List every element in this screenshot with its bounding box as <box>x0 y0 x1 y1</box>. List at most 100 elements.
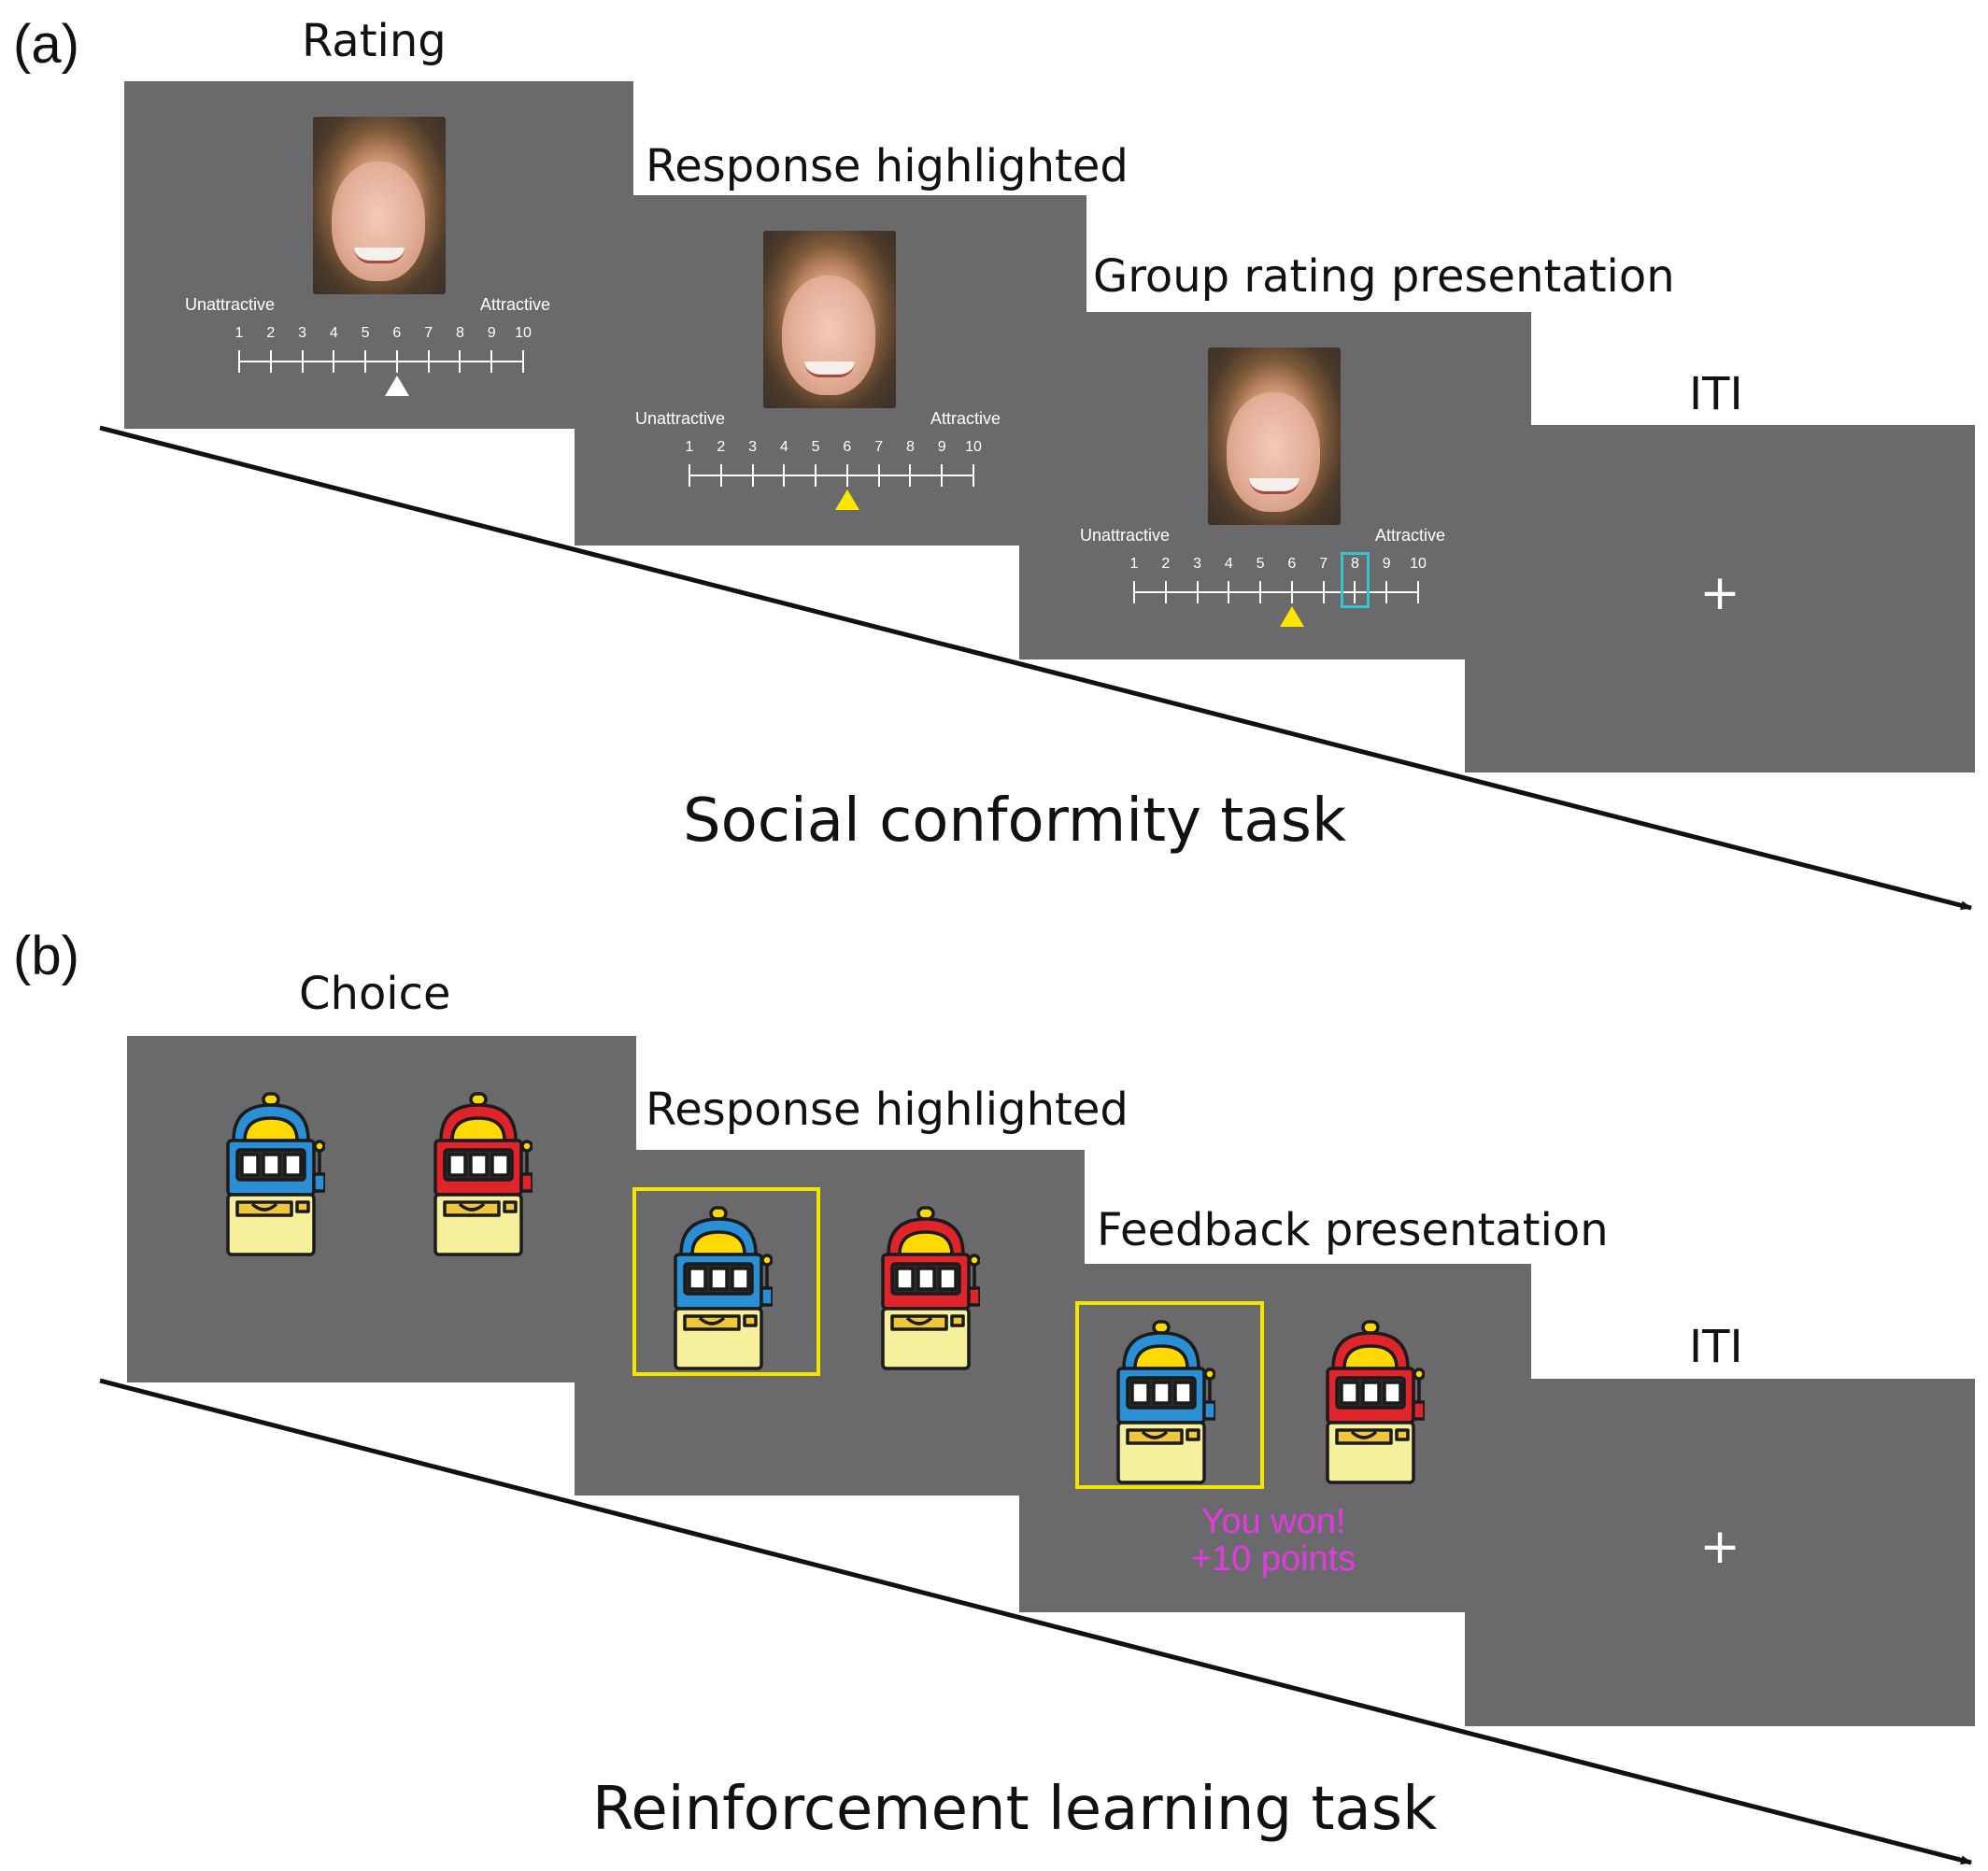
timeline-arrow <box>99 1378 1972 1865</box>
rating-screen: Unattractive Attractive 1 2 3 4 5 6 7 8 9 10 <box>124 81 633 429</box>
scale-tick <box>1417 581 1419 603</box>
scale-tick-label: 10 <box>1410 556 1427 572</box>
scale-tick <box>1196 581 1199 603</box>
stage-title-group-rating: Group rating presentation <box>1093 250 1675 303</box>
scale-tick <box>783 464 786 487</box>
scale-right-label: Attractive <box>480 295 551 314</box>
scale-tick-label: 6 <box>843 439 852 455</box>
scale-tick <box>877 464 880 487</box>
scale-tick-label: 4 <box>1224 556 1233 572</box>
scale-tick-label: 10 <box>515 325 532 341</box>
reinforcement-learning-task-title: Reinforcement learning task <box>591 1775 1438 1844</box>
scale-tick <box>427 350 430 373</box>
stage-title-response-highlighted-b: Response highlighted <box>646 1084 1129 1136</box>
slot-machine-blue-icon <box>1111 1320 1217 1490</box>
stage-title-iti-b: ITI <box>1689 1321 1743 1373</box>
stage-title-feedback: Feedback presentation <box>1097 1204 1609 1256</box>
scale-line <box>1133 591 1419 593</box>
scale-tick <box>973 464 974 487</box>
stage-title-rating: Rating <box>302 15 447 67</box>
scale-tick-label: 3 <box>748 439 757 455</box>
iti-screen-b: + <box>1465 1379 1975 1726</box>
feedback-message: You won! +10 points <box>1191 1503 1356 1578</box>
scale-right-label: Attractive <box>930 409 1001 428</box>
stage-title-response-highlighted-a: Response highlighted <box>646 140 1129 192</box>
face-photo <box>1208 347 1341 525</box>
slot-machine-red-icon <box>1320 1320 1427 1490</box>
scale-tick <box>845 464 848 487</box>
feedback-line-1: You won! <box>1200 1502 1346 1541</box>
participant-rating-marker <box>384 376 409 396</box>
scale-tick <box>751 464 754 487</box>
scale-tick-label: 4 <box>329 325 338 341</box>
participant-rating-marker <box>834 489 859 510</box>
group-rating-box <box>1341 552 1370 608</box>
iti-screen-a: + <box>1465 425 1975 772</box>
scale-tick <box>1259 581 1262 603</box>
scale-tick-label: 5 <box>361 325 370 341</box>
panel-a-letter: (a) <box>13 14 79 75</box>
scale-tick-label: 2 <box>1161 556 1171 572</box>
scale-tick-label: 4 <box>779 439 788 455</box>
response-highlighted-screen-b <box>575 1150 1085 1495</box>
slot-machine-red-icon <box>428 1092 534 1262</box>
scale-tick-label: 6 <box>1287 556 1297 572</box>
scale-tick-label: 7 <box>424 325 433 341</box>
slot-machine-blue-icon <box>668 1206 774 1376</box>
scale-tick <box>815 464 817 487</box>
slot-machine-blue-icon <box>220 1092 327 1262</box>
scale-tick-label: 3 <box>1193 556 1201 572</box>
stage-title-iti-a: ITI <box>1689 368 1743 420</box>
feedback-line-2: +10 points <box>1190 1539 1356 1579</box>
selection-box <box>632 1187 820 1376</box>
scale-tick <box>333 350 335 373</box>
scale-line <box>238 361 524 362</box>
scale-tick-label: 7 <box>874 439 884 455</box>
scale-tick-label: 9 <box>937 439 946 455</box>
scale-tick-label: 8 <box>455 325 464 341</box>
stage-title-choice: Choice <box>299 968 451 1020</box>
scale-tick <box>364 350 367 373</box>
scale-tick <box>1164 581 1167 603</box>
feedback-screen: You won! +10 points <box>1019 1264 1531 1612</box>
scale-tick <box>238 350 240 373</box>
scale-tick <box>1290 581 1293 603</box>
scale-tick <box>490 350 493 373</box>
scale-tick <box>301 350 304 373</box>
scale-tick <box>1322 581 1325 603</box>
fixation-cross: + <box>1699 565 1740 621</box>
scale-line <box>689 475 974 476</box>
scale-tick-label: 6 <box>392 325 402 341</box>
scale-left-label: Unattractive <box>1080 526 1171 545</box>
scale-tick <box>269 350 272 373</box>
choice-screen <box>127 1036 636 1382</box>
scale-right-label: Attractive <box>1375 526 1446 545</box>
scale-left-label: Unattractive <box>185 295 276 314</box>
scale-tick <box>909 464 912 487</box>
scale-tick <box>1228 581 1230 603</box>
scale-tick-label: 8 <box>905 439 915 455</box>
face-photo <box>763 231 896 408</box>
scale-tick-label: 9 <box>487 325 496 341</box>
scale-tick-label: 3 <box>298 325 306 341</box>
panel-b-letter: (b) <box>13 926 79 986</box>
scale-tick <box>1354 581 1356 603</box>
scale-tick-label: 2 <box>266 325 276 341</box>
scale-tick-label: 1 <box>685 439 694 455</box>
face-photo <box>313 117 446 294</box>
scale-tick-label: 5 <box>1256 556 1265 572</box>
scale-tick <box>459 350 462 373</box>
scale-tick-label: 9 <box>1382 556 1391 572</box>
social-conformity-task-title: Social conformity task <box>682 787 1347 856</box>
selection-box <box>1075 1301 1264 1489</box>
scale-tick-label: 1 <box>1129 556 1139 572</box>
scale-tick <box>395 350 398 373</box>
fixation-cross: + <box>1699 1519 1740 1575</box>
participant-rating-marker <box>1279 606 1304 627</box>
scale-tick-label: 2 <box>717 439 726 455</box>
timeline-arrow <box>99 425 1972 911</box>
scale-tick-label: 1 <box>234 325 244 341</box>
